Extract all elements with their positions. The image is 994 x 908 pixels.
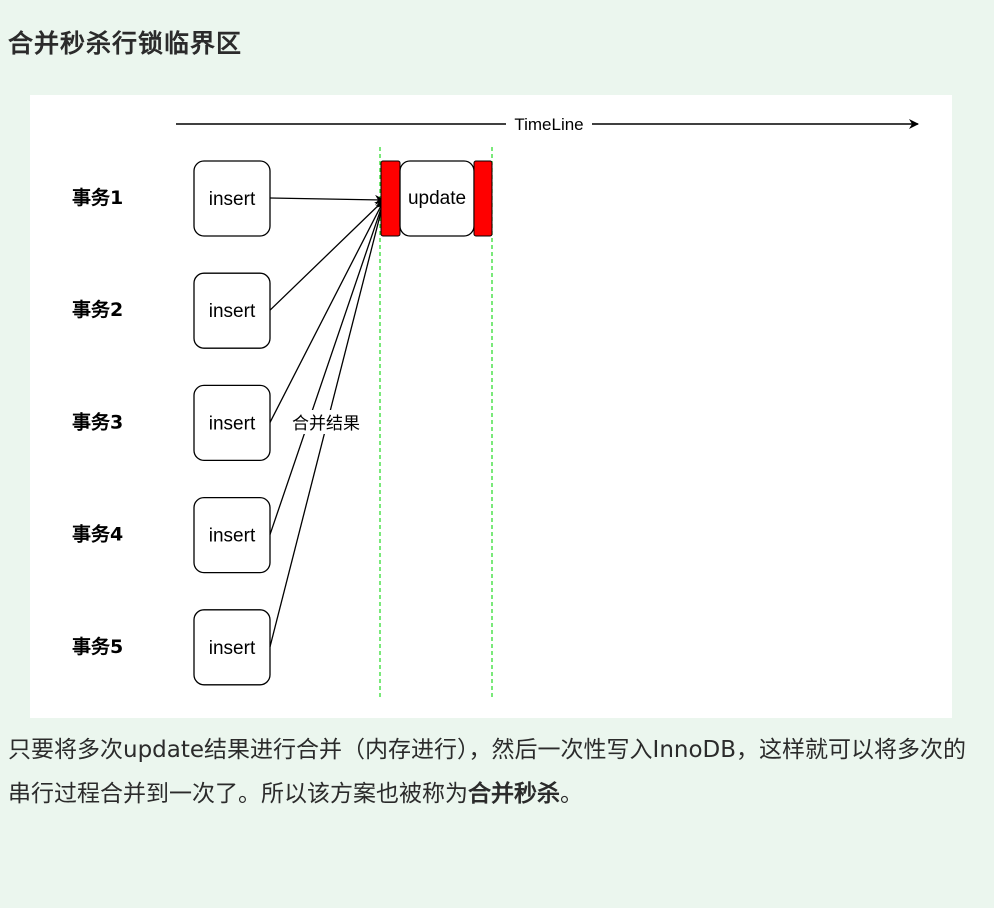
merge-result-label: 合并结果 (292, 414, 360, 434)
update-label: update (408, 188, 466, 209)
insert-box (193, 609, 271, 686)
insert-box (193, 496, 271, 574)
paragraph-text: 只要将多次update结果进行合并（内存进行），然后一次性写入InnoDB，这样… (8, 737, 967, 807)
transaction-label: 事务1 (72, 186, 123, 209)
merge-arrow (269, 199, 386, 535)
lock-release-block (473, 160, 493, 237)
lock-acquire-block (380, 160, 401, 237)
transaction-label: 事务3 (72, 410, 123, 433)
explanation-paragraph: 只要将多次update结果进行合并（内存进行），然后一次性写入InnoDB，这样… (8, 728, 978, 816)
insert-label: insert (209, 189, 256, 210)
merge-arrow (269, 199, 385, 423)
transaction-label: 事务4 (72, 523, 123, 546)
insert-box (193, 272, 271, 349)
paragraph-end: 。 (560, 781, 583, 807)
paragraph-bold-term: 合并秒杀 (468, 781, 560, 807)
transaction-label: 事务2 (72, 298, 123, 321)
insert-box (193, 384, 271, 462)
insert-label: insert (209, 638, 256, 659)
transaction-label: 事务5 (72, 635, 123, 658)
section-heading: 合并秒杀行锁临界区 (8, 29, 243, 58)
timeline-label: TimeLine (514, 115, 583, 134)
insert-label: insert (209, 526, 256, 547)
insert-label: insert (209, 301, 256, 322)
merge-arrow (269, 194, 385, 205)
merge-arrow (269, 199, 385, 311)
insert-label: insert (209, 413, 256, 434)
